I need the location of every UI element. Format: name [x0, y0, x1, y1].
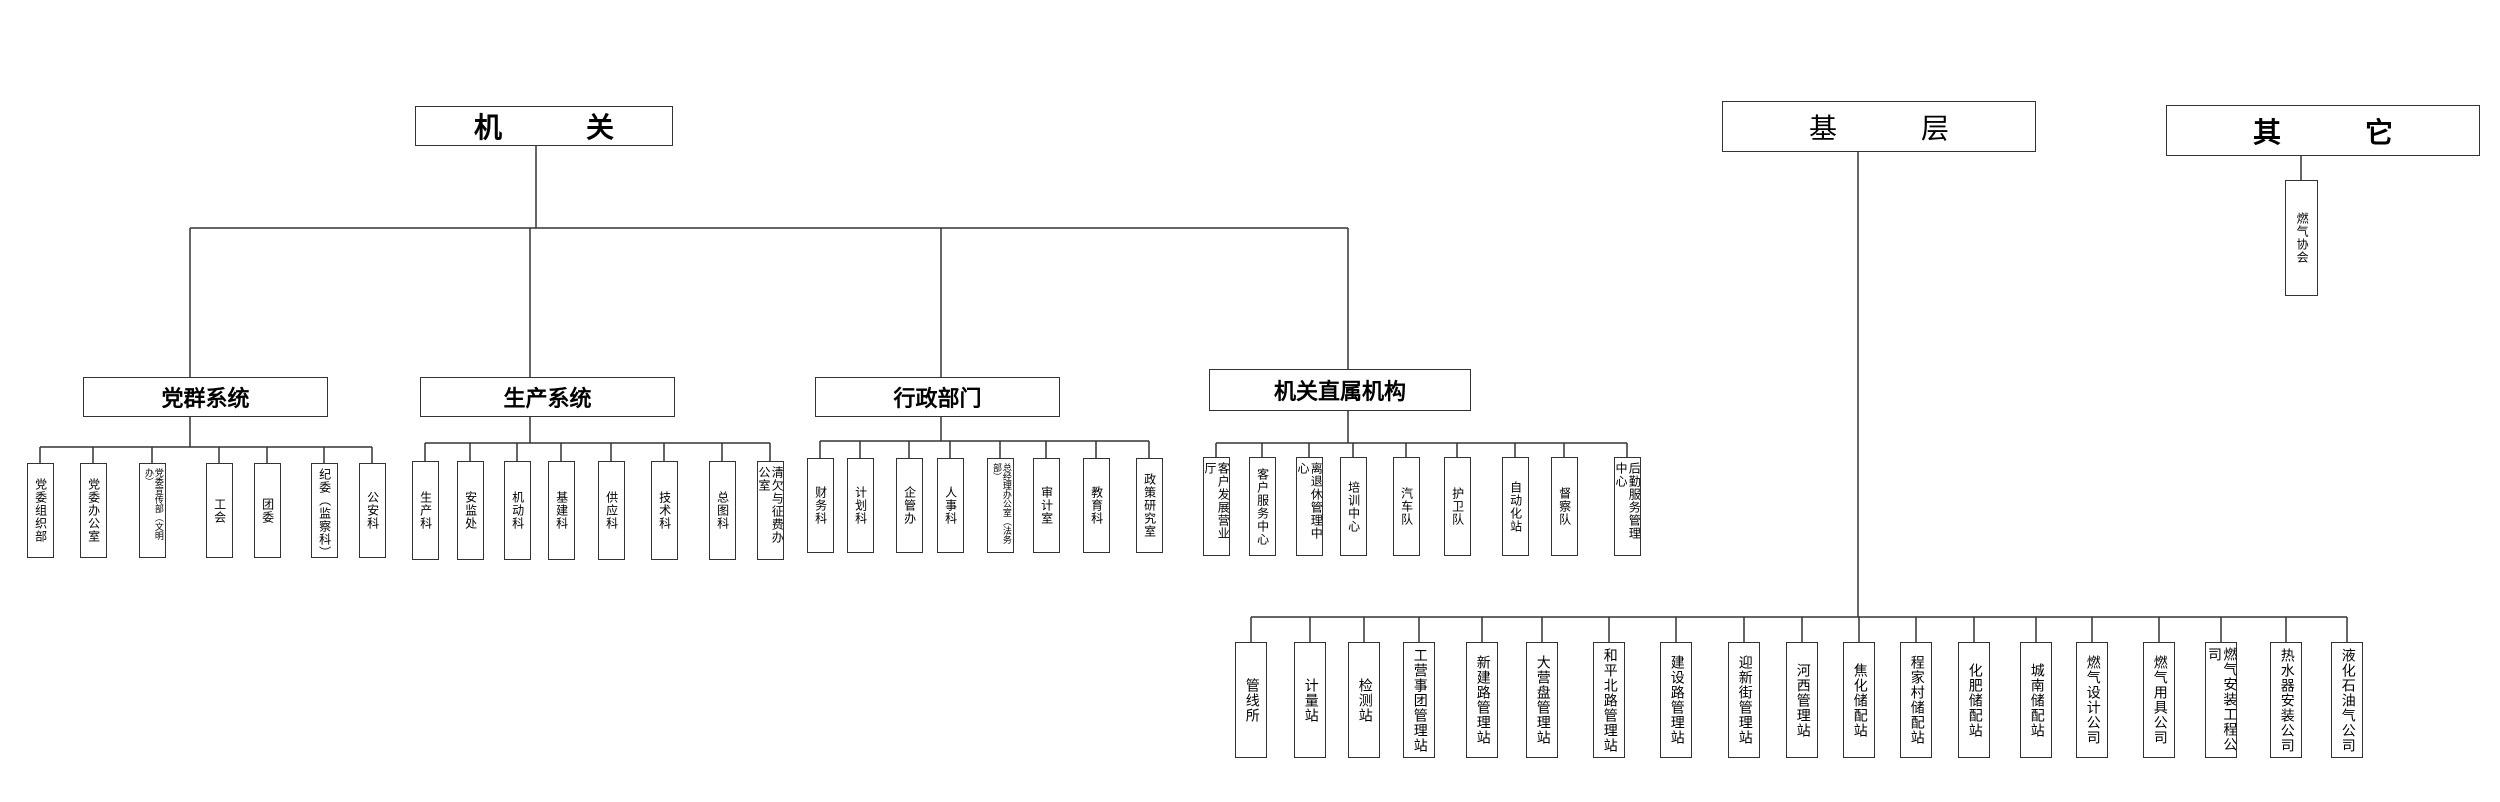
node-leaf-3-1: 财务科: [806, 458, 834, 553]
node-leaf-1-3: 党委宣传部（文明办）: [138, 463, 166, 558]
node-leaf-3-6: 审计室: [1032, 458, 1060, 553]
node-leaf-3-2: 计划科: [846, 458, 874, 553]
node-leaf-1-7: 公安科: [358, 463, 386, 558]
node-base-16: 燃气用具公司: [2143, 642, 2175, 758]
node-base-4: 工营事团管理站: [1403, 642, 1435, 758]
node-leaf-3-7: 教育科: [1082, 458, 1110, 553]
node-system-2: 生产系统: [420, 377, 675, 417]
node-leaf-3-8: 政策研究室: [1135, 458, 1163, 553]
node-leaf-1-2: 党委办公室: [79, 463, 107, 558]
node-leaf-2-6: 技术科: [650, 461, 678, 560]
node-base-5: 新建路管理站: [1466, 642, 1498, 758]
node-leaf-3-5: 总经理办公室（法务部）: [986, 458, 1014, 553]
node-leaf-3-4: 人事科: [936, 458, 964, 553]
node-base-17: 燃气安装工程公司: [2205, 642, 2237, 758]
node-leaf-2-1: 生产科: [411, 461, 439, 560]
node-base-12: 程家村储配站: [1900, 642, 1932, 758]
node-base-2: 计量站: [1294, 642, 1326, 758]
node-leaf-4-4: 培训中心: [1339, 457, 1367, 556]
node-base-11: 焦化储配站: [1843, 642, 1875, 758]
node-base-6: 大营盘管理站: [1526, 642, 1558, 758]
node-leaf-1-5: 团委: [253, 463, 281, 558]
node-base-19: 液化石油气公司: [2331, 642, 2363, 758]
node-qita: 其 它: [2166, 105, 2480, 156]
node-system-1: 党群系统: [83, 377, 328, 417]
node-system-4: 机关直属机构: [1209, 369, 1471, 411]
node-leaf-2-3: 机动科: [503, 461, 531, 560]
node-qita-child: 燃气协会: [2285, 180, 2318, 296]
node-base-3: 检测站: [1348, 642, 1380, 758]
node-leaf-4-9: 后勤服务管理中心: [1613, 457, 1641, 556]
node-leaf-1-6: 纪委（监察科）: [310, 463, 338, 559]
node-leaf-2-8: 清欠与征费办公室: [756, 461, 784, 560]
node-leaf-2-7: 总图科: [708, 461, 736, 560]
node-base-8: 建设路管理站: [1660, 642, 1692, 758]
node-leaf-4-8: 督察队: [1550, 457, 1578, 556]
node-leaf-4-1: 客户发展营业厅: [1202, 457, 1230, 556]
node-leaf-4-3: 离退休管理中心: [1295, 457, 1323, 556]
node-base-10: 河西管理站: [1786, 642, 1818, 758]
node-leaf-4-5: 汽车队: [1392, 457, 1420, 556]
node-base-14: 城南储配站: [2020, 642, 2052, 758]
node-leaf-3-3: 企管办: [895, 458, 923, 553]
node-leaf-1-4: 工会: [205, 463, 233, 558]
node-leaf-2-5: 供应科: [597, 461, 625, 560]
node-jiguan: 机 关: [415, 106, 673, 146]
node-base-13: 化肥储配站: [1958, 642, 1990, 758]
node-leaf-4-2: 客户服务中心: [1248, 457, 1276, 556]
node-base-18: 热水器安装公司: [2270, 642, 2302, 758]
node-leaf-2-2: 安监处: [456, 461, 484, 560]
node-leaf-4-6: 护卫队: [1443, 457, 1471, 556]
node-leaf-4-7: 自动化站: [1501, 457, 1529, 556]
node-base-7: 和平北路管理站: [1593, 642, 1625, 758]
node-base-15: 燃气设计公司: [2076, 642, 2108, 758]
node-leaf-2-4: 基建科: [547, 461, 575, 560]
node-system-3: 行政部门: [815, 377, 1060, 417]
node-base-1: 管线所: [1235, 642, 1267, 758]
node-base-9: 迎新街管理站: [1728, 642, 1760, 758]
node-jiceng: 基 层: [1722, 101, 2036, 152]
node-leaf-1-1: 党委组织部: [26, 463, 54, 558]
